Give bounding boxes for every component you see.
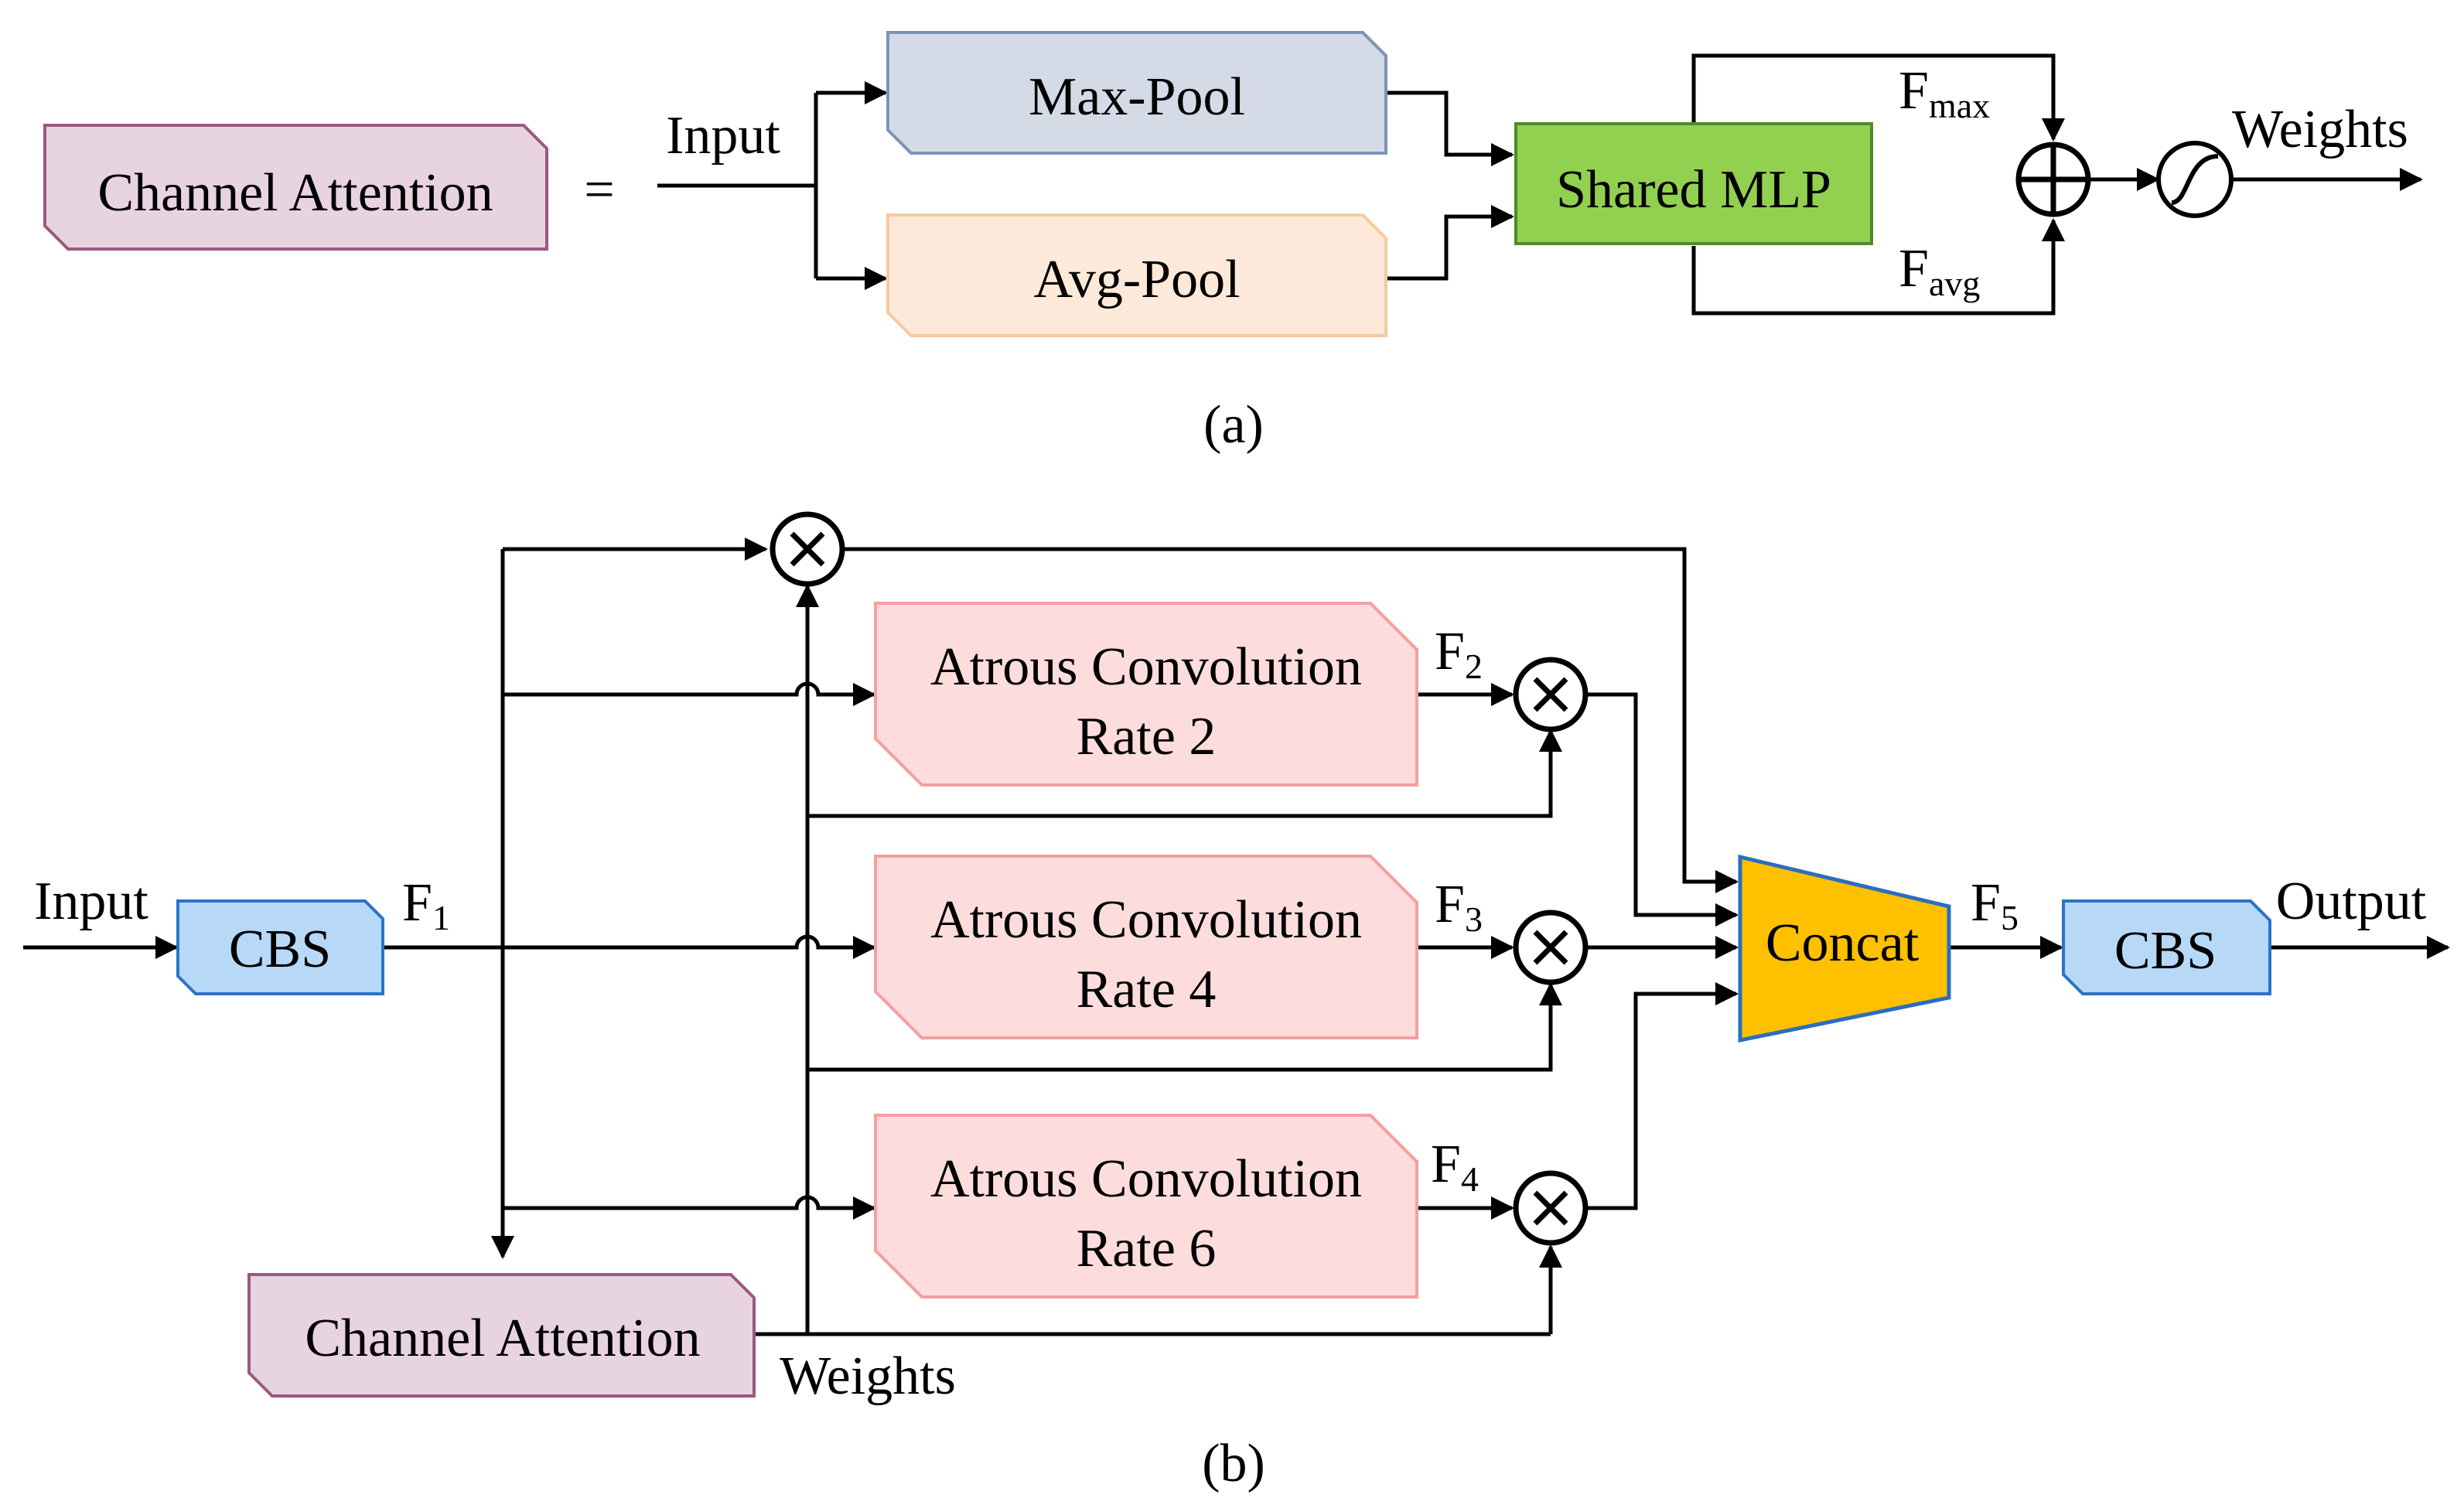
f2-label: F2 bbox=[1435, 622, 1483, 686]
weights-to-multiply-2 bbox=[807, 729, 1562, 818]
output-label: Output bbox=[2276, 872, 2427, 931]
cbs-in-label: CBS bbox=[229, 920, 331, 979]
channel-attention-label-b: Channel Attention bbox=[305, 1309, 700, 1368]
atrous-conv-rate-6-line2: Rate 6 bbox=[1077, 1219, 1217, 1278]
channel-attention-label-a: Channel Attention bbox=[97, 163, 493, 223]
multiply-2-to-concat bbox=[1588, 692, 1739, 927]
equals-sign: = bbox=[584, 160, 614, 220]
top-multiply-to-concat bbox=[843, 547, 1739, 893]
f1-to-atrous-6 bbox=[503, 1195, 876, 1220]
weights-label-b: Weights bbox=[780, 1346, 956, 1406]
weights-to-multiply-4 bbox=[807, 982, 1562, 1072]
caption-b: (b) bbox=[1202, 1434, 1265, 1493]
max-pool-label: Max-Pool bbox=[1029, 67, 1245, 127]
atrous-conv-rate-2-line1: Atrous Convolution bbox=[930, 637, 1362, 697]
f5-label: F5 bbox=[1971, 873, 2019, 937]
cbs-block-out: CBS bbox=[2062, 899, 2271, 995]
atrous-conv-rate-4-line1: Atrous Convolution bbox=[930, 890, 1362, 950]
fmax-path bbox=[1691, 53, 2065, 142]
f3-label: F3 bbox=[1435, 875, 1483, 939]
multiply-icon bbox=[1513, 1170, 1589, 1246]
f1-to-atrous-2 bbox=[503, 681, 876, 706]
atrous-conv-rate-4-block: Atrous Convolution Rate 4 bbox=[874, 855, 1418, 1039]
f1-label: F1 bbox=[402, 873, 450, 937]
favg-path bbox=[1691, 218, 2065, 316]
max-pool-block: Max-Pool bbox=[886, 31, 1387, 155]
concat-label: Concat bbox=[1766, 913, 1920, 973]
f-avg-label: Favg bbox=[1899, 239, 1980, 303]
cbs-out-label: CBS bbox=[2114, 921, 2217, 981]
atrous-conv-rate-2-line2: Rate 2 bbox=[1077, 707, 1217, 766]
weights-label-a: Weights bbox=[2232, 100, 2408, 159]
multiply-icon bbox=[770, 511, 845, 587]
input-label-b: Input bbox=[34, 872, 148, 931]
atrous-conv-rate-4-line2: Rate 4 bbox=[1077, 960, 1217, 1019]
concat-block: Concat bbox=[1738, 854, 1951, 1043]
avg-pool-label: Avg-Pool bbox=[1033, 250, 1240, 309]
atrous-conv-rate-6-block: Atrous Convolution Rate 6 bbox=[874, 1114, 1418, 1299]
f4-label: F4 bbox=[1431, 1135, 1479, 1199]
input-label-a: Input bbox=[666, 106, 780, 166]
shared-mlp-block: Shared MLP bbox=[1514, 122, 1873, 245]
channel-attention-block-a: Channel Attention bbox=[43, 124, 548, 251]
multiply-icon bbox=[1513, 910, 1589, 985]
channel-attention-block-b: Channel Attention bbox=[247, 1273, 756, 1398]
atrous-conv-rate-2-block: Atrous Convolution Rate 2 bbox=[874, 602, 1418, 787]
add-icon bbox=[2015, 142, 2091, 217]
maxpool-to-mlp-arrow bbox=[1384, 90, 1514, 166]
avg-pool-block: Avg-Pool bbox=[886, 213, 1387, 337]
sigmoid-icon bbox=[2156, 141, 2234, 218]
caption-a: (a) bbox=[1203, 395, 1264, 455]
avgpool-to-mlp-arrow bbox=[1384, 205, 1514, 281]
f-max-label: Fmax bbox=[1899, 61, 1990, 125]
multiply-6-to-concat bbox=[1588, 982, 1739, 1210]
shared-mlp-label: Shared MLP bbox=[1556, 160, 1831, 220]
panel-a bbox=[657, 53, 2423, 316]
atrous-conv-rate-6-line1: Atrous Convolution bbox=[930, 1149, 1362, 1209]
multiply-icon bbox=[1513, 657, 1589, 732]
cbs-block-in: CBS bbox=[176, 899, 384, 995]
f1-to-atrous-4 bbox=[785, 934, 876, 959]
panel-b-lines bbox=[23, 538, 2450, 1336]
